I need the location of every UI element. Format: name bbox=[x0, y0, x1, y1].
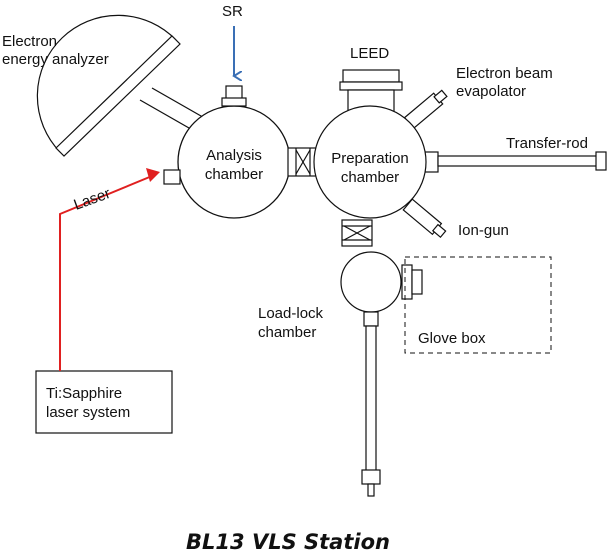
preparation-chamber bbox=[313, 69, 607, 239]
analysis-label-line2: chamber bbox=[205, 166, 263, 183]
laser-beam bbox=[59, 175, 153, 371]
load-lock-chamber bbox=[340, 251, 423, 497]
loadlock-label-line1: Load-lock bbox=[258, 305, 324, 322]
analyzer-label-line1: Electron bbox=[2, 33, 57, 50]
ti-label-line1: Ti:Sapphire bbox=[46, 385, 122, 402]
gate-valve-prep-loadlock bbox=[341, 219, 373, 247]
electron-energy-analyzer bbox=[36, 14, 223, 157]
ebeam-label-line2: evapolator bbox=[456, 83, 526, 100]
transfer-rod-label: Transfer-rod bbox=[506, 135, 588, 152]
glove-box-outline bbox=[404, 256, 552, 354]
ti-sapphire-box bbox=[35, 370, 173, 434]
glove-box-label: Glove box bbox=[418, 330, 486, 347]
loadlock-label-line2: chamber bbox=[258, 324, 316, 341]
analysis-label-line1: Analysis bbox=[206, 147, 262, 164]
ti-label-line2: laser system bbox=[46, 404, 130, 421]
prep-label-line2: chamber bbox=[341, 169, 399, 186]
laser-arrowhead bbox=[146, 168, 160, 182]
sr-label: SR bbox=[222, 3, 243, 20]
ebeam-label-line1: Electron beam bbox=[456, 65, 553, 82]
analyzer-label-line2: energy analyzer bbox=[2, 51, 109, 68]
diagram-title: BL13 VLS Station bbox=[186, 530, 390, 554]
prep-label-line1: Preparation bbox=[331, 150, 409, 167]
laser-label: Laser bbox=[72, 185, 113, 214]
leed-label: LEED bbox=[350, 45, 389, 62]
analysis-chamber bbox=[163, 85, 291, 219]
gate-valve-analysis-prep bbox=[287, 147, 319, 177]
ion-gun-label: Ion-gun bbox=[458, 222, 509, 239]
